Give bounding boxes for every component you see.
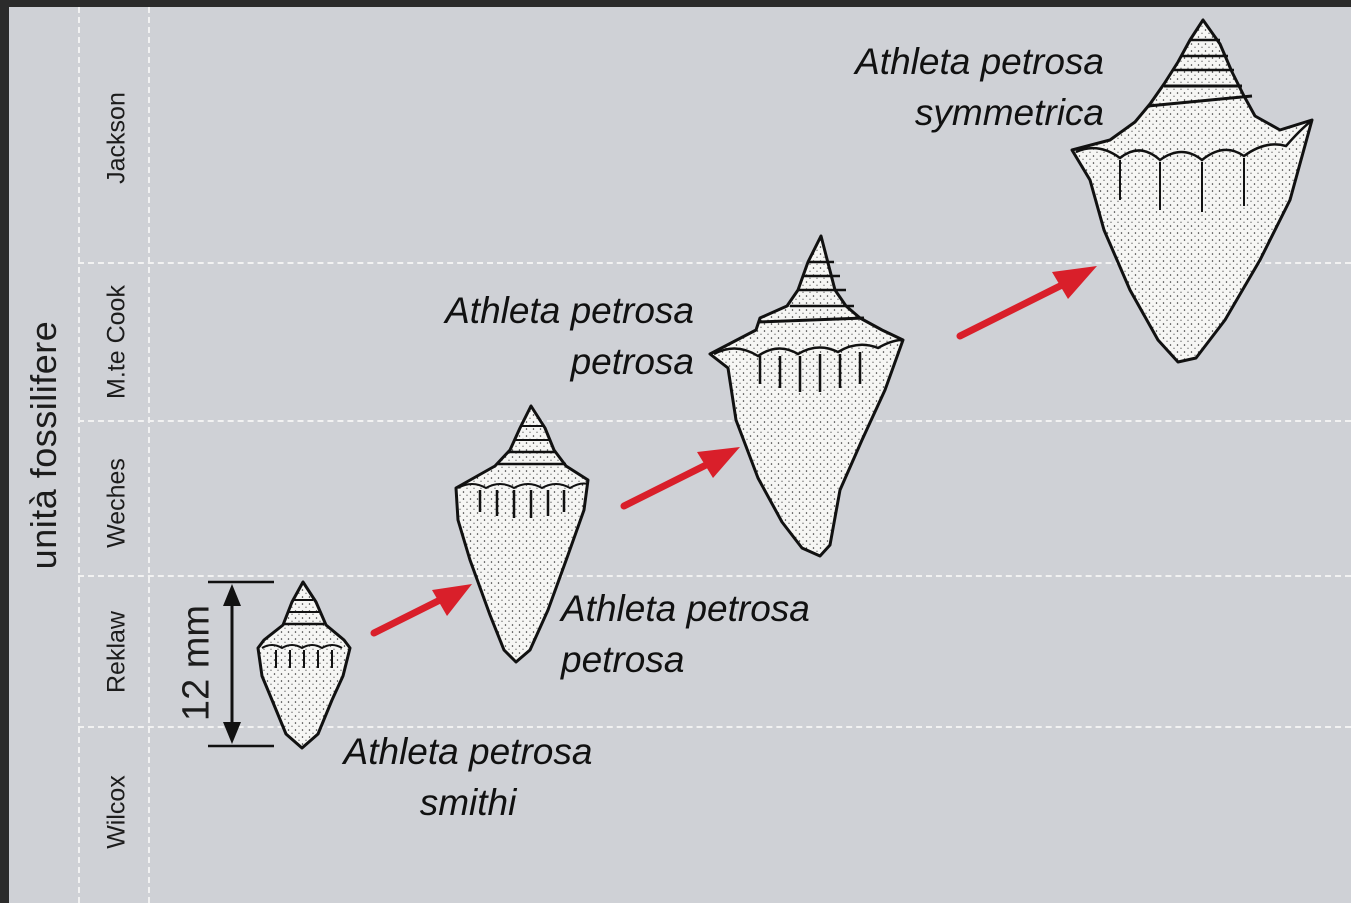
arrow-icon (960, 266, 1097, 336)
shell-icon (1072, 20, 1312, 362)
arrow-icon (624, 447, 740, 506)
shell-icon (710, 236, 903, 556)
arrow-icon (374, 584, 472, 633)
shell-icon (258, 582, 350, 748)
shell-icon (456, 406, 588, 662)
